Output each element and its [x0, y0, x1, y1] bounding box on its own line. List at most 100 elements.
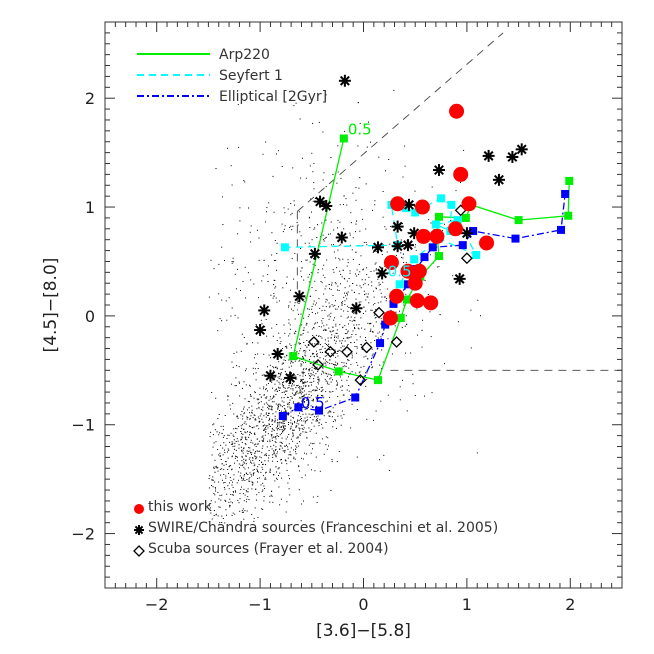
background-source-dot — [312, 352, 314, 354]
background-source-dot — [237, 500, 239, 501]
background-source-dot — [330, 381, 332, 383]
background-source-dot — [301, 157, 303, 159]
background-source-dot — [283, 397, 285, 399]
background-source-dot — [364, 294, 365, 296]
swire-chandra-marker — [391, 220, 404, 233]
background-source-dot — [274, 480, 276, 482]
background-source-dot — [298, 427, 300, 429]
background-source-dot — [290, 422, 292, 424]
background-source-dot — [274, 418, 276, 420]
background-source-dot — [241, 465, 243, 467]
background-source-dot — [320, 387, 322, 389]
background-source-dot — [302, 391, 304, 393]
background-source-dot — [317, 371, 319, 373]
background-source-dot — [374, 200, 376, 202]
background-source-dot — [295, 425, 297, 427]
background-source-dot — [293, 417, 294, 419]
background-source-dot — [311, 366, 313, 368]
background-source-dot — [303, 396, 305, 397]
background-source-dot — [257, 517, 259, 518]
background-source-dot — [341, 389, 343, 391]
background-source-dot — [280, 405, 282, 407]
background-source-dot — [316, 354, 318, 355]
background-source-dot — [250, 225, 252, 227]
background-source-dot — [245, 384, 247, 386]
background-source-dot — [326, 375, 328, 377]
background-source-dot — [354, 328, 356, 330]
background-source-dot — [247, 431, 248, 433]
background-source-dot — [250, 460, 252, 462]
background-source-dot — [303, 407, 305, 409]
background-source-dot — [294, 344, 296, 346]
background-source-dot — [288, 319, 290, 321]
background-source-dot — [276, 433, 278, 435]
background-source-dot — [248, 478, 250, 480]
background-source-dot — [209, 503, 211, 505]
background-source-dot — [358, 293, 360, 295]
background-source-dot — [260, 471, 262, 473]
background-source-dot — [264, 477, 266, 479]
background-source-dot — [282, 450, 284, 452]
track-point — [294, 403, 303, 412]
background-source-dot — [331, 282, 333, 284]
background-source-dot — [302, 398, 304, 400]
background-source-dot — [272, 420, 274, 422]
background-source-dot — [319, 442, 321, 444]
background-source-dot — [264, 478, 266, 480]
background-source-dot — [303, 401, 305, 403]
background-source-dot — [289, 454, 291, 456]
background-source-dot — [276, 340, 278, 341]
background-source-dot — [224, 488, 226, 490]
background-source-dot — [237, 268, 238, 270]
background-source-dot — [353, 324, 355, 326]
background-source-dot — [307, 276, 309, 278]
background-source-dot — [227, 395, 229, 397]
background-source-dot — [316, 322, 318, 324]
background-source-dot — [444, 223, 445, 225]
background-source-dot — [261, 436, 263, 438]
background-source-dot — [289, 343, 291, 345]
background-source-dot — [346, 305, 348, 307]
background-source-dot — [410, 352, 412, 354]
background-source-dot — [234, 513, 236, 515]
background-source-dot — [219, 522, 221, 524]
background-source-dot — [243, 475, 245, 477]
background-source-dot — [286, 276, 288, 278]
background-source-dot — [290, 425, 292, 427]
background-source-dot — [329, 359, 331, 361]
background-source-dot — [283, 425, 285, 427]
background-source-dot — [300, 432, 302, 434]
background-source-dot — [222, 196, 223, 198]
background-source-dot — [248, 467, 249, 469]
background-source-dot — [312, 200, 314, 202]
background-source-dot — [221, 522, 223, 523]
background-source-dot — [390, 226, 392, 227]
background-source-dot — [366, 274, 368, 276]
background-source-dot — [256, 443, 258, 445]
background-source-dot — [337, 219, 339, 221]
background-source-dot — [299, 428, 301, 430]
background-source-dot — [316, 419, 317, 421]
this-work-marker — [461, 196, 477, 212]
background-source-dot — [277, 451, 278, 453]
background-source-dot — [380, 318, 382, 320]
background-source-dot — [276, 269, 277, 271]
background-source-dot — [310, 391, 312, 393]
background-source-dot — [276, 478, 278, 480]
background-source-dot — [329, 415, 331, 417]
background-source-dot — [349, 270, 351, 272]
background-source-dot — [337, 171, 339, 173]
background-source-dot — [283, 427, 285, 428]
background-source-dot — [336, 384, 338, 386]
background-source-dot — [266, 211, 267, 213]
background-source-dot — [272, 501, 274, 503]
background-source-dot — [298, 489, 300, 491]
background-source-dot — [303, 372, 305, 374]
background-source-dot — [311, 381, 313, 383]
background-source-dot — [243, 180, 245, 181]
background-source-dot — [250, 462, 252, 464]
legend-label: Seyfert 1 — [219, 68, 283, 84]
background-source-dot — [439, 314, 441, 316]
background-source-dot — [368, 276, 370, 278]
background-source-dot — [210, 431, 212, 433]
